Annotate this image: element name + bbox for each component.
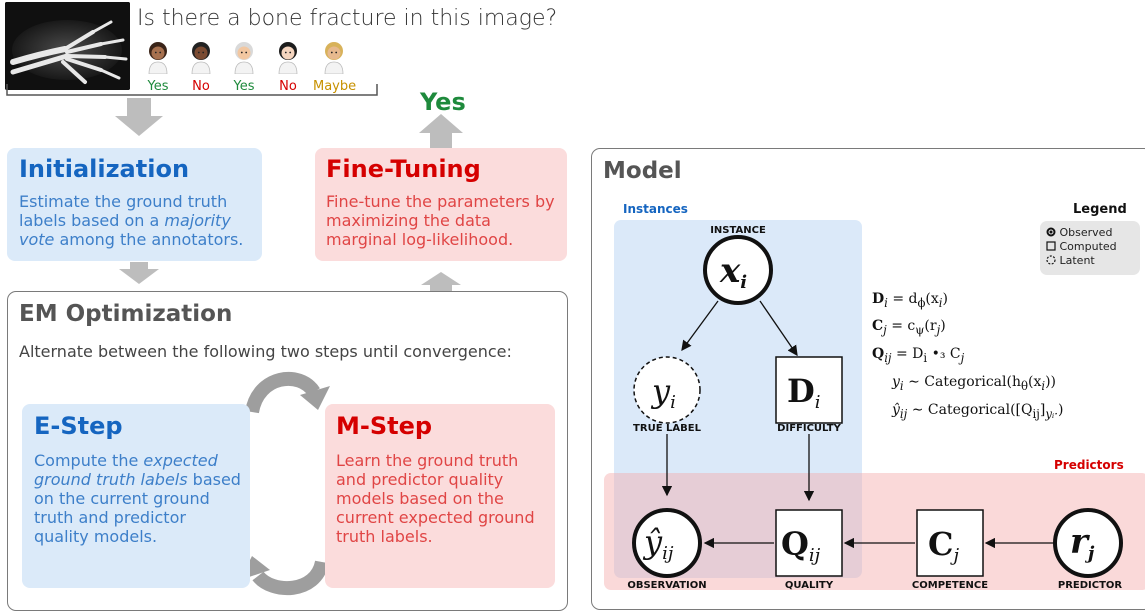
arrow-down-shaft-2 [130, 262, 148, 271]
fine-tuning-title: Fine-Tuning [326, 155, 481, 183]
label-difficulty: DIFFICULTY [777, 423, 841, 434]
fine-tuning-text: Fine-tune the parameters by maximizing t… [326, 192, 555, 249]
e-step-text: Compute the expected ground truth labels… [34, 451, 241, 546]
equation-2: Cj = cψ(rj) [872, 318, 946, 337]
annotator-answer: Maybe [313, 79, 357, 94]
person-icon [275, 38, 301, 75]
node-true-label [633, 356, 701, 424]
node-predictor [1053, 508, 1123, 578]
node-competence [916, 509, 984, 577]
cycle-arrow-top-head [300, 386, 330, 410]
annotator-answer: Yes [147, 79, 169, 94]
arrow-down-shaft-1 [127, 98, 151, 116]
node-difficulty-symbol: Di [787, 372, 821, 413]
node-predictor-symbol: rj [1070, 522, 1095, 564]
cycle-arrow-bottom [252, 559, 329, 596]
annotator-1: Yes [137, 38, 179, 94]
person-icon [145, 38, 171, 75]
legend-item-latent: Latent [1046, 254, 1095, 267]
arrow-up-shaft-1 [430, 284, 452, 292]
annotator-5: Maybe [313, 38, 357, 94]
m-step-box: M-Step Learn the ground truth and predic… [325, 404, 555, 588]
annotator-2: No [180, 38, 222, 94]
node-quality [775, 509, 843, 577]
label-competence: COMPETENCE [911, 580, 989, 591]
arrow-up-head-1 [421, 272, 461, 285]
node-instance-symbol: xi [719, 251, 747, 293]
equation-4: yi ∼ Categorical(hθ(xi)) [892, 374, 1057, 393]
m-step-text: Learn the ground truth and predictor qua… [336, 451, 535, 546]
equation-5: ŷij ∼ Categorical([Qij]yᵢ·) [892, 402, 1064, 421]
node-competence-symbol: Cj [928, 525, 959, 566]
label-predictor: PREDICTOR [1057, 580, 1123, 591]
label-true-label: TRUE LABEL [633, 423, 701, 434]
em-subtitle: Alternate between the following two step… [19, 342, 512, 361]
annotator-bracket [6, 84, 378, 96]
m-step-title: M-Step [336, 412, 433, 440]
person-icon [231, 38, 257, 75]
equation-3: Qij = Di •₃ Cj [872, 346, 965, 365]
label-instance: INSTANCE [710, 225, 766, 236]
em-title: EM Optimization [19, 301, 233, 327]
predictors-label: Predictors [1054, 458, 1124, 472]
result-label: Yes [420, 88, 466, 116]
e-step-box: E-Step Compute the expected ground truth… [22, 404, 250, 588]
person-icon [321, 38, 347, 75]
annotator-3: Yes [223, 38, 265, 94]
node-true-label-symbol: yi [650, 372, 676, 413]
fine-tuning-box: Fine-Tuning Fine-tune the parameters by … [315, 148, 567, 261]
initialization-text: Estimate the ground truth labels based o… [19, 192, 244, 249]
instances-label: Instances [623, 202, 688, 216]
node-quality-symbol: Qij [781, 525, 821, 566]
annotator-answer: No [279, 79, 297, 94]
legend-title: Legend [1073, 202, 1127, 217]
arrow-up-shaft-2 [430, 131, 452, 148]
initialization-title: Initialization [19, 155, 190, 183]
arrow-up-head-2 [419, 114, 463, 133]
model-title: Model [603, 158, 682, 184]
node-instance [703, 235, 773, 305]
annotator-4: No [267, 38, 309, 94]
legend-box: Observed Computed Latent [1040, 221, 1140, 275]
arrow-down-head-2 [119, 269, 159, 284]
legend-item-observed: Observed [1046, 226, 1112, 239]
edge-instance-difficulty [759, 300, 798, 357]
label-quality: QUALITY [784, 580, 834, 591]
annotator-answer: No [192, 79, 210, 94]
question-text: Is there a bone fracture in this image? [137, 6, 558, 31]
em-optimization-panel: EM Optimization Alternate between the fo… [7, 291, 568, 611]
person-icon [188, 38, 214, 75]
node-difficulty [775, 356, 843, 424]
cycle-arrow-top [245, 371, 320, 414]
node-observation [632, 508, 702, 578]
equation-1: Di = dϕ(xi) [872, 291, 948, 310]
e-step-title: E-Step [34, 412, 123, 440]
arrow-down-head-1 [115, 116, 163, 136]
edge-instance-truelabel [681, 300, 719, 352]
legend-item-computed: Computed [1046, 240, 1117, 253]
label-observation: OBSERVATION [627, 580, 707, 591]
annotator-answer: Yes [233, 79, 255, 94]
node-observation-symbol: ŷij [642, 523, 674, 564]
initialization-box: Initialization Estimate the ground truth… [7, 148, 262, 261]
xray-image [5, 2, 130, 90]
